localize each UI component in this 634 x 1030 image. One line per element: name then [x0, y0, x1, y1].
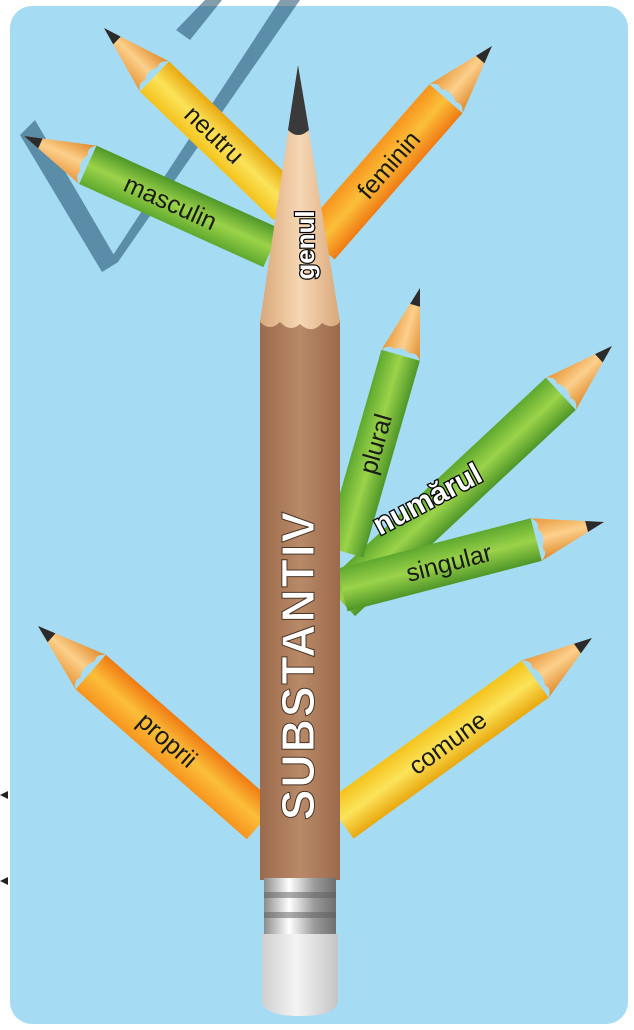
pencil-proprii: proprii	[38, 626, 278, 840]
pencil-plural: plural	[324, 287, 421, 558]
pencil-comune: comune	[326, 638, 592, 839]
branch-label-genul: genul	[290, 210, 320, 279]
main-label: SUBSTANTIV	[272, 510, 324, 821]
margin-mark	[0, 872, 8, 885]
margin-mark	[0, 786, 8, 799]
main-pencil: SUBSTANTIV genul	[260, 65, 340, 1016]
pencil-feminin: feminin	[301, 45, 493, 260]
pencil-masculin: masculin	[23, 135, 281, 268]
